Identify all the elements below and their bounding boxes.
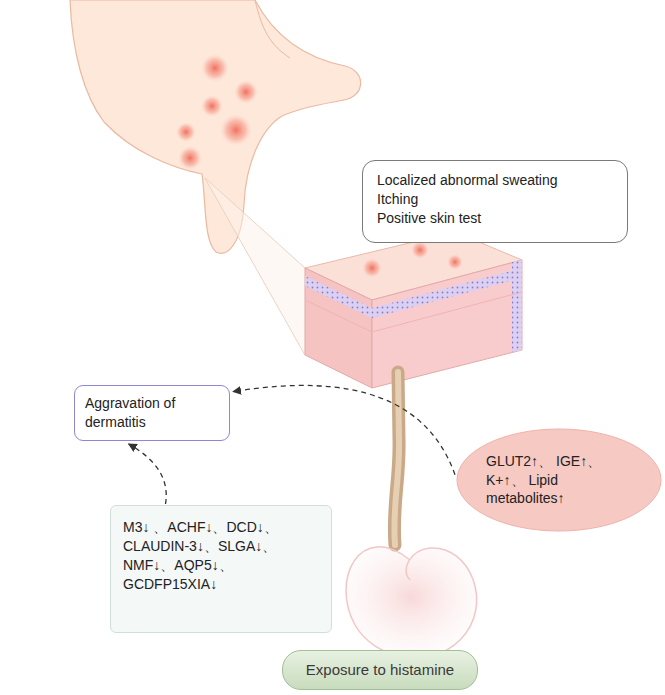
outcome-box: Aggravation of dermatitis (74, 385, 230, 441)
downregulated-box: M3↓ 、ACHF↓、DCD↓、 CLAUDIN-3↓、SLGA↓、 NMF↓、… (110, 505, 332, 633)
node-text: Positive skin test (377, 209, 613, 228)
hand (70, 0, 361, 253)
node-text: Localized abnormal sweating (377, 171, 613, 190)
node-text: Itching (377, 190, 613, 209)
dashed-arrow (233, 385, 455, 474)
ellipse-text-holder: GLUT2↑、 IGE↑、K+↑、 Lipid metabolites↑ (486, 452, 632, 509)
sweat-duct (394, 372, 399, 545)
skin-block (305, 232, 522, 388)
sweat-gland-coil (346, 547, 477, 658)
node-text: Exposure to histamine (293, 660, 467, 680)
symptom-box: Localized abnormal sweatingItchingPositi… (362, 160, 628, 243)
node-text: M3↓ 、ACHF↓、DCD↓、 CLAUDIN-3↓、SLGA↓、 NMF↓、… (123, 518, 319, 594)
zoom-lines (205, 178, 305, 355)
node-text: Aggravation of dermatitis (85, 394, 219, 432)
upregulated-ellipse: GLUT2↑、 IGE↑、K+↑、 Lipid metabolites↑ (456, 428, 662, 532)
dashed-arrow (129, 444, 167, 504)
exposure-pill: Exposure to histamine (282, 650, 478, 690)
node-text: GLUT2↑、 IGE↑、K+↑、 Lipid metabolites↑ (486, 452, 632, 509)
